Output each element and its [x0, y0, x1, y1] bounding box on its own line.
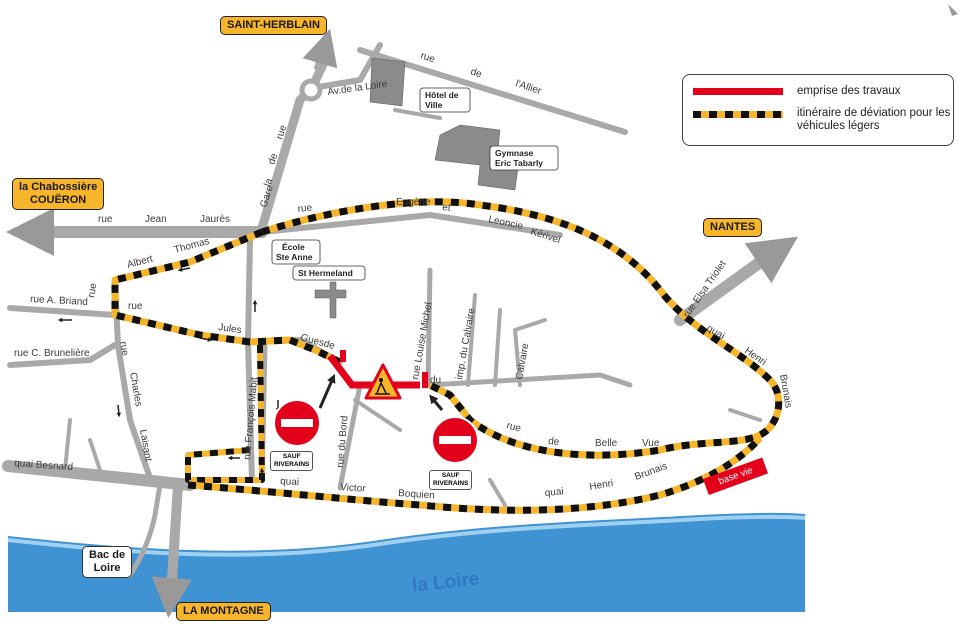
svg-text:rue: rue — [128, 301, 143, 312]
sauf-line2: RIVERAINS — [274, 461, 310, 468]
destination-chabossiere-line1: la Chabossière — [19, 181, 98, 193]
svg-text:rue: rue — [98, 214, 113, 225]
svg-text:Gymnase: Gymnase — [495, 148, 534, 158]
svg-text:rue: rue — [297, 202, 313, 214]
svg-text:Brunais: Brunais — [633, 461, 669, 483]
svg-text:Jaurès: Jaurès — [200, 214, 230, 225]
destination-la-montagne: LA MONTAGNE — [176, 602, 271, 621]
building-labels: Hôtel de Ville Gymnase Eric Tabarly Écol… — [271, 87, 559, 281]
svg-text:Ville: Ville — [425, 100, 443, 110]
svg-text:de: de — [266, 152, 280, 166]
legend-works-label: emprise des travaux — [797, 85, 901, 97]
no-entry-icon — [273, 399, 321, 447]
bac-line2: Loire — [93, 562, 121, 574]
hotel-de-ville-building — [369, 57, 406, 107]
svg-text:de: de — [469, 66, 483, 80]
svg-text:de: de — [548, 436, 560, 448]
legend-detour-label: itinéraire de déviation pour les véhicul… — [797, 107, 951, 132]
svg-text:rue C. Brunelière: rue C. Brunelière — [14, 348, 90, 359]
svg-text:Hôtel de: Hôtel de — [425, 90, 459, 100]
svg-text:Eugène: Eugène — [396, 197, 431, 208]
arrow-nantes — [744, 236, 798, 284]
svg-text:Jules: Jules — [218, 322, 243, 336]
svg-text:l'Allier: l'Allier — [514, 78, 543, 97]
gymnase-building — [434, 124, 521, 191]
svg-text:rue: rue — [117, 341, 130, 358]
bac-line1: Bac de — [89, 549, 126, 561]
svg-text:rue: rue — [86, 282, 99, 299]
svg-text:Kérivel: Kérivel — [529, 226, 561, 246]
svg-text:la: la — [262, 177, 275, 188]
svg-text:rue A. Briand: rue A. Briand — [30, 294, 88, 308]
svg-text:et: et — [442, 202, 452, 214]
sauf-line1: SAUF — [282, 453, 301, 460]
destination-nantes: NANTES — [703, 218, 763, 237]
svg-text:Vue: Vue — [642, 438, 660, 449]
svg-text:quai Besnard: quai Besnard — [14, 458, 74, 473]
direction-arrows — [6, 28, 798, 618]
svg-text:Henri: Henri — [589, 478, 614, 493]
svg-text:imp. du Calvaire: imp. du Calvaire — [454, 307, 477, 380]
svg-text:rue: rue — [419, 50, 437, 65]
destination-chabossiere: la Chabossière COUËRON — [12, 178, 105, 210]
sauf-line1: SAUF — [441, 472, 460, 479]
destination-chabossiere-line2: COUËRON — [30, 194, 87, 206]
no-entry-icon — [431, 416, 479, 464]
legend: emprise des travaux itinéraire de déviat… — [682, 74, 954, 146]
roadworks-warning-icon — [364, 363, 402, 400]
svg-text:École: École — [282, 242, 305, 252]
svg-text:rue François Mabit: rue François Mabit — [242, 377, 260, 461]
svg-text:Eric Tabarly: Eric Tabarly — [495, 158, 543, 168]
svg-text:Boquien: Boquien — [398, 488, 435, 502]
destination-saint-herblain: SAINT-HERBLAIN — [220, 16, 327, 35]
buildings — [314, 57, 521, 319]
oneway-arrows — [57, 267, 444, 478]
svg-text:quai: quai — [280, 476, 300, 488]
sauf-riverains-plate: SAUF RIVERAINS — [429, 470, 473, 490]
svg-text:rue: rue — [274, 123, 289, 141]
roundabout-gare — [299, 78, 323, 102]
arrow-saint-herblain — [302, 28, 338, 72]
bac-de-loire-label: Bac de Loire — [82, 546, 133, 578]
svg-text:rue: rue — [505, 420, 522, 434]
svg-text:Ste Anne: Ste Anne — [276, 252, 313, 262]
arrow-la-montagne — [151, 574, 192, 618]
works-zone — [327, 350, 428, 389]
svg-text:quai: quai — [544, 486, 564, 499]
detour-route — [111, 198, 783, 514]
legend-works-swatch — [693, 88, 783, 95]
legend-detour-swatch — [693, 111, 783, 118]
svg-text:Belle: Belle — [595, 438, 618, 449]
north-arrow-icon — [948, 4, 958, 16]
river-loire — [8, 512, 805, 612]
st-hermeland-building — [314, 281, 347, 319]
svg-text:Jean: Jean — [145, 214, 167, 225]
svg-text:Victor: Victor — [340, 482, 367, 495]
svg-text:St Hermeland: St Hermeland — [298, 268, 353, 278]
sauf-riverains-plate: SAUF RIVERAINS — [270, 451, 314, 471]
svg-text:du: du — [430, 375, 441, 386]
svg-text:rue du Bord: rue du Bord — [335, 415, 351, 468]
sauf-line2: RIVERAINS — [433, 480, 469, 487]
